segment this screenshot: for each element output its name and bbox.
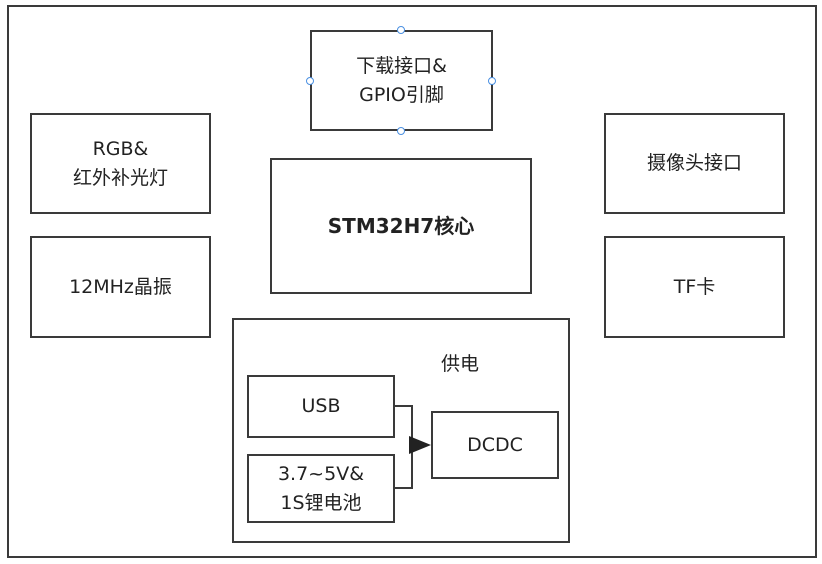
camera-interface-label: 摄像头接口 <box>646 152 742 174</box>
usb-block[interactable]: USB <box>247 375 395 438</box>
selection-handle-left[interactable] <box>306 77 314 85</box>
battery-label: 3.7~5V& 1S锂电池 <box>277 462 365 514</box>
download-gpio-label: 下载接口& GPIO引脚 <box>356 54 447 106</box>
stm32-core-label: STM32H7核心 <box>327 213 475 238</box>
rgb-ir-light-block[interactable]: RGB& 红外补光灯 <box>30 113 211 214</box>
usb-label: USB <box>301 395 341 417</box>
crystal-block[interactable]: 12MHz晶振 <box>30 236 211 338</box>
download-gpio-block[interactable]: 下载接口& GPIO引脚 <box>310 30 493 131</box>
crystal-label: 12MHz晶振 <box>69 275 172 298</box>
usb-connector-line <box>395 405 413 445</box>
selection-handle-top[interactable] <box>397 26 405 34</box>
dcdc-label: DCDC <box>467 433 523 456</box>
battery-connector-line <box>395 445 413 489</box>
tf-card-block[interactable]: TF卡 <box>604 236 785 338</box>
selection-handle-right[interactable] <box>488 77 496 85</box>
battery-block[interactable]: 3.7~5V& 1S锂电池 <box>247 454 395 523</box>
stm32-core-block[interactable]: STM32H7核心 <box>270 158 532 294</box>
power-supply-title: 供电 <box>441 353 480 375</box>
tf-card-label: TF卡 <box>673 275 716 298</box>
selection-handle-bottom[interactable] <box>397 127 405 135</box>
camera-interface-block[interactable]: 摄像头接口 <box>604 113 785 214</box>
rgb-ir-light-label: RGB& 红外补光灯 <box>72 137 168 189</box>
arrow-to-dcdc <box>409 436 431 454</box>
dcdc-block[interactable]: DCDC <box>431 411 559 479</box>
